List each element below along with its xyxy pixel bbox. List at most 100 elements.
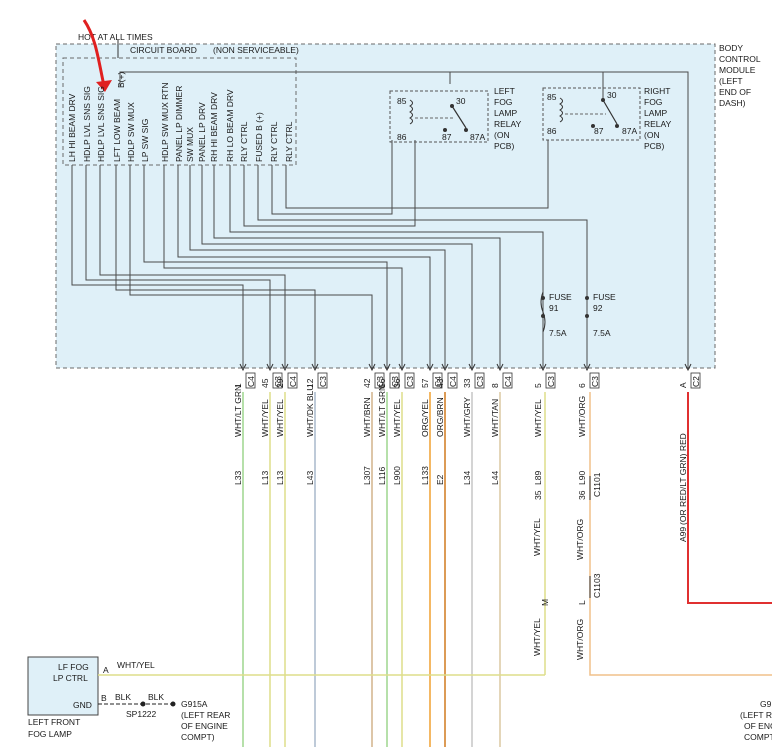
ground-desc: COMPT) [181, 732, 215, 742]
inline-connector-name: C1103 [592, 573, 602, 598]
relay-switch [602, 99, 618, 125]
relay-pin: 87 [442, 132, 452, 142]
fog-feed-wire-label: WHT/YEL [117, 660, 155, 670]
body-control-module [55, 43, 716, 369]
fuse-number: 92 [593, 303, 603, 313]
relay-pin: 85 [397, 96, 407, 106]
wire-internal [213, 165, 501, 368]
relay-switch [451, 105, 467, 129]
connector-id: C3 [318, 376, 328, 387]
pin-number: 56 [377, 378, 387, 388]
relay-name: (ON [644, 130, 660, 140]
wire-internal [243, 140, 416, 227]
wire-color-label: WHT/LT GRN [377, 385, 387, 437]
relay-box [389, 90, 489, 143]
relay-box [542, 87, 641, 141]
pin-number: 36 [392, 378, 402, 388]
signal-label: LP SW SIG [140, 119, 150, 162]
signal-label: SW MUX [185, 127, 195, 162]
wire-color-label: ORG/BRN [435, 397, 445, 437]
relay-name: RIGHT [644, 86, 670, 96]
mid-wire-label: WHT/YEL [532, 518, 542, 556]
relay-pin: 30 [456, 96, 466, 106]
pin-number: 42 [362, 378, 372, 388]
connector-chevron [239, 363, 247, 372]
connector-id-box [272, 372, 283, 389]
relay-pin: 85 [547, 92, 557, 102]
connector-chevron [383, 363, 391, 372]
inline-pin: L [577, 600, 587, 605]
circuit-label: L13 [275, 471, 285, 485]
wire-internal [71, 165, 244, 368]
pin-number: 6 [577, 383, 587, 388]
fuse-terminal [585, 296, 589, 300]
ground-wire-label: BLK [148, 692, 164, 702]
connector-id-box [287, 372, 298, 389]
relay-contact [615, 124, 619, 128]
wire-color-label: (OR RED/LT GRN) RED [678, 433, 688, 525]
inline-connector-name: C1101 [592, 472, 602, 497]
fog-lamp-pin: B [101, 693, 107, 703]
relay-name: PCB) [644, 141, 664, 151]
connector-chevron [311, 363, 319, 372]
pin-number: 8 [490, 383, 500, 388]
wire-internal [143, 165, 388, 368]
wire-b-plus [450, 71, 689, 368]
relay-pin: 87 [594, 126, 604, 136]
mid-wire-label: WHT/ORG [575, 619, 585, 660]
circuit-label: L43 [305, 471, 315, 485]
inline-pin: 35 [533, 490, 543, 500]
relay-contact [464, 128, 468, 132]
connector-id-box [432, 372, 443, 389]
inline-pin: M [540, 599, 550, 606]
connector-chevron [684, 363, 692, 372]
relay-pin: 87A [622, 126, 637, 136]
signal-label: HDLP SW MUX RTN [160, 82, 170, 162]
module-line: MODULE [719, 65, 756, 75]
relay-name: FOG [494, 97, 512, 107]
connector-id: C3 [273, 376, 283, 387]
connector-id: C3 [590, 376, 600, 387]
wire-internal [99, 165, 286, 368]
pin-number: 12 [305, 378, 315, 388]
circuit-label: L13 [260, 471, 270, 485]
connector-id: C4 [433, 376, 443, 387]
fog-lamp-label: LF FOG [58, 662, 89, 672]
splice-label: SP1222 [126, 709, 157, 719]
right-ground: G9 (LEFT R OF ENG COMPT [740, 699, 772, 742]
fuse-terminal [541, 314, 545, 318]
connector-chevron [281, 363, 289, 372]
red-pointer-arrowhead [96, 80, 112, 92]
ground-desc: COMPT [744, 732, 772, 742]
fog-lamp-name: LEFT FRONT [28, 717, 80, 727]
wire-internal [285, 140, 549, 209]
module-line: BODY [719, 43, 743, 53]
relay-contact [450, 104, 454, 108]
pin-number: 33 [462, 378, 472, 388]
circuit-label: L34 [462, 471, 472, 485]
connector-id: C3 [475, 376, 485, 387]
module-line: (LEFT [719, 76, 743, 86]
pin-number: A [678, 382, 688, 388]
connector-id-box [245, 372, 256, 389]
left-front-fog-lamp: LF FOG LP CTRL GND A B LEFT FRONT FOG LA… [27, 656, 545, 742]
fuse-terminal [541, 296, 545, 300]
connector-chevron [398, 363, 406, 372]
signal-label: PANEL LP DRV [197, 102, 207, 162]
wire-color-label: WHT/GRY [462, 397, 472, 437]
connector-id-box [389, 372, 400, 389]
module-internal-wiring [71, 71, 689, 368]
signal-label: LFT LOW BEAM [112, 99, 122, 162]
signal-label: HDLP SW MUX [126, 102, 136, 162]
wire-internal [177, 165, 431, 368]
connector-id-box [317, 372, 328, 389]
relay-pin: 87A [470, 132, 485, 142]
pin-number: 5 [533, 383, 543, 388]
fuse-91: FUSE 91 7.5A [540, 291, 572, 338]
wire-color-label: ORG/YEL [420, 399, 430, 437]
pin-number: 43 [435, 378, 445, 388]
wire-internal [85, 165, 271, 368]
connector-id-box [374, 372, 385, 389]
signal-label: RLY CTRL [269, 121, 279, 162]
